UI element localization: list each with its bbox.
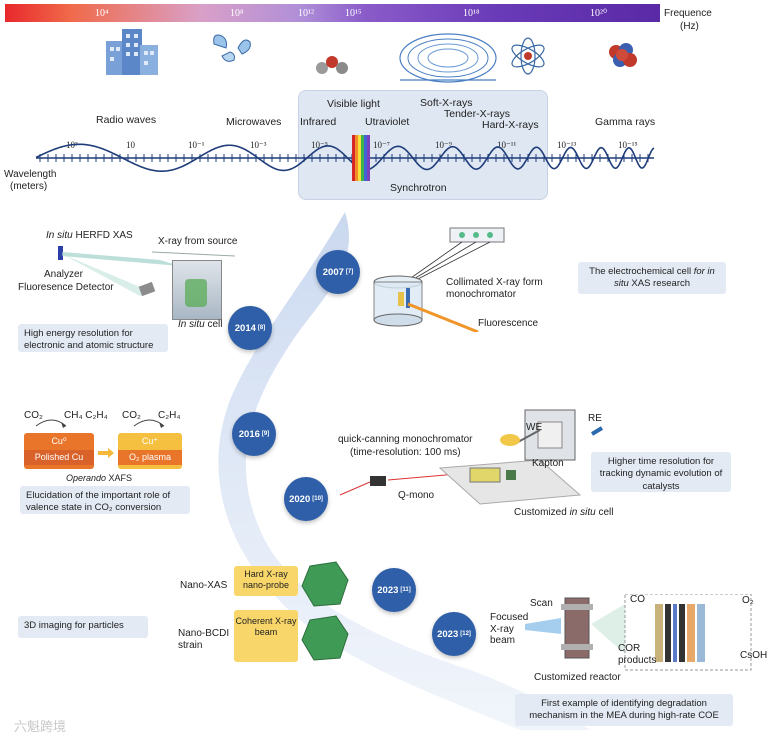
freq-tick: 10⁸ bbox=[230, 8, 244, 19]
degradation-caption: First example of identifying degradation… bbox=[515, 694, 733, 726]
visible-rainbow bbox=[352, 135, 370, 181]
freq-tick: 10¹² bbox=[298, 8, 314, 19]
co2-right: CO₂ bbox=[122, 410, 141, 421]
nucleus-icon bbox=[609, 43, 637, 67]
time-resolution-caption: Higher time resolution for tracking dyna… bbox=[591, 452, 731, 492]
xray-source-label: X-ray from source bbox=[158, 236, 238, 247]
wave-spectrum bbox=[35, 135, 655, 181]
frequency-axis-label: Frequence bbox=[664, 8, 712, 19]
valence-caption: Elucidation of the important role of val… bbox=[20, 486, 190, 514]
band-label: Radio waves bbox=[96, 114, 157, 126]
wavelength-tick: 10⁻¹⁵ bbox=[618, 140, 638, 150]
synchrotron-ring-icon bbox=[399, 33, 497, 83]
cu0-block: Cu⁰ Polished Cu bbox=[24, 433, 94, 469]
electrochemical-cell-icon bbox=[373, 227, 505, 332]
analyzer-crystal-icon bbox=[58, 246, 63, 260]
timeline-dot-2020[interactable]: 2020[10] bbox=[284, 477, 328, 521]
synchrotron-label: Synchrotron bbox=[390, 182, 447, 194]
wavelength-label: Wavelength bbox=[4, 169, 57, 180]
co2-left: CO₂ bbox=[24, 410, 43, 421]
scan-label: Scan bbox=[530, 598, 553, 609]
nanoparticle-icons bbox=[301, 561, 349, 661]
wavelength-tick: 10⁻¹¹ bbox=[497, 140, 517, 150]
synchrotron-region bbox=[298, 90, 548, 200]
reactor-label: Customized reactor bbox=[534, 672, 621, 683]
atom-icon bbox=[511, 37, 545, 75]
freq-tick: 10²⁰ bbox=[590, 8, 608, 19]
freq-tick: 10¹⁵ bbox=[345, 8, 362, 19]
band-label: Microwaves bbox=[226, 116, 282, 128]
molecule-icon bbox=[316, 56, 348, 74]
herfd-caption: High energy resolution for electronic an… bbox=[18, 324, 168, 352]
timeline-dot-2023b[interactable]: 2023[12] bbox=[432, 612, 476, 656]
herfd-title: In situ HERFD XAS bbox=[46, 230, 133, 241]
re-label: RE bbox=[588, 413, 602, 424]
qmono-label: Q-mono bbox=[398, 490, 435, 501]
frequency-gradient-bar bbox=[5, 4, 660, 22]
reactor-setup bbox=[525, 594, 752, 671]
wavelength-tick: 10⁻¹³ bbox=[557, 140, 577, 150]
csoh-label: CsOH bbox=[740, 650, 768, 661]
cuplus-block: Cu⁺ O₂ plasma bbox=[118, 433, 182, 469]
timeline-dot-2023a[interactable]: 2023[11] bbox=[372, 568, 416, 612]
watermark: 六魁跨境 bbox=[14, 719, 67, 734]
co-label: CO bbox=[630, 594, 645, 605]
building-icon bbox=[106, 29, 158, 75]
wavelength-tick: 10 bbox=[126, 140, 135, 150]
band-label: Infrared bbox=[300, 116, 337, 128]
band-label: Visible light bbox=[327, 98, 380, 110]
products-left: CH₄ C₂H₄ bbox=[64, 410, 108, 421]
wavelength-tick: 10⁻¹ bbox=[188, 140, 205, 150]
freq-tick: 10⁴ bbox=[95, 8, 109, 19]
wavelength-tick: 10⁻⁷ bbox=[373, 140, 390, 150]
hard-probe-box: Hard X-ray nano-probe bbox=[234, 566, 298, 596]
in-situ-cell-label: In situ cell bbox=[178, 319, 223, 330]
operando-label: Operando XAFS bbox=[66, 473, 133, 483]
mono-label: quick-canning monochromator bbox=[338, 434, 473, 445]
band-label: Tender-X-rays bbox=[444, 108, 510, 120]
customized-cell-label: Customized in situ cell bbox=[514, 507, 614, 518]
timeline-dot-2007[interactable]: 2007[7] bbox=[316, 250, 360, 294]
band-label: Utraviolet bbox=[365, 116, 410, 128]
imaging-caption: 3D imaging for particles bbox=[18, 616, 148, 638]
band-label: Gamma rays bbox=[595, 116, 656, 128]
wavelength-tick: 10⁻⁹ bbox=[435, 140, 452, 150]
band-label: Soft-X-rays bbox=[420, 97, 473, 109]
frequency-unit: (Hz) bbox=[680, 21, 699, 32]
nano-xas-label: Nano-XAS bbox=[180, 580, 228, 591]
detector-label: Fluoresence Detector bbox=[18, 282, 114, 293]
wavelength-tick: 10⁻³ bbox=[250, 140, 267, 150]
wavelength-tick: 10⁻⁵ bbox=[311, 140, 328, 150]
freq-tick: 10¹⁸ bbox=[463, 8, 480, 19]
in-situ-cell-photo bbox=[172, 260, 222, 320]
fluorescence-label: Fluorescence bbox=[478, 318, 539, 329]
qxafs-setup bbox=[339, 409, 604, 505]
wavelength-unit: (meters) bbox=[10, 181, 48, 192]
we-label: WE bbox=[526, 422, 543, 433]
butterfly-icon bbox=[213, 34, 251, 62]
products-right: C₂H₄ bbox=[158, 410, 181, 421]
timeline-dot-2016[interactable]: 2016[9] bbox=[232, 412, 276, 456]
kapton-label: Kapton bbox=[532, 458, 564, 469]
arrow-right-icon bbox=[98, 445, 114, 458]
o2-label: O₂ bbox=[742, 595, 754, 606]
analyzer-label: Analyzer bbox=[44, 269, 83, 280]
coherent-beam-box: Coherent X-ray beam bbox=[234, 610, 298, 662]
herfd-beam bbox=[62, 251, 236, 296]
resolution-label: (time-resolution: 100 ms) bbox=[350, 447, 461, 458]
band-label: Hard-X-rays bbox=[482, 119, 539, 131]
timeline-dot-2014[interactable]: 2014[8] bbox=[228, 306, 272, 350]
electrochemical-cell-caption: The electrochemical cell for in situ XAS… bbox=[578, 262, 726, 294]
reaction-arrows bbox=[35, 419, 165, 428]
